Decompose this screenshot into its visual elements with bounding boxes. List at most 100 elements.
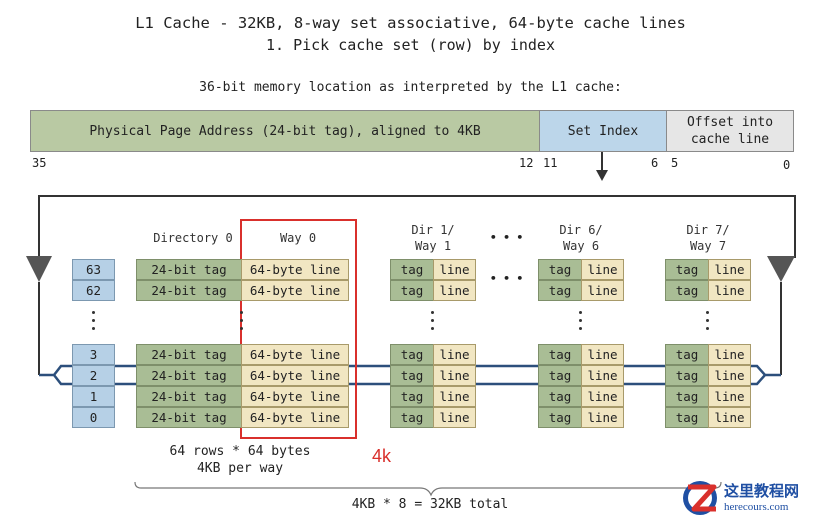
- way7-line-2: line: [708, 365, 751, 386]
- bit-label-0: 0: [783, 158, 791, 172]
- address-set-index-label: Set Index: [567, 123, 639, 139]
- watermark: 这里教程网 herecours.com: [678, 478, 821, 518]
- watermark-url: herecours.com: [724, 501, 789, 513]
- way0-line-62: 64-byte line: [241, 280, 349, 301]
- address-offset-field: Offset into cache line: [666, 110, 794, 152]
- way0-line-3: 64-byte line: [241, 344, 349, 365]
- way1-tag-2: tag: [390, 365, 434, 386]
- way1-line-63: line: [433, 259, 476, 280]
- bit-label-6: 6: [651, 156, 659, 170]
- way7-line-63: line: [708, 259, 751, 280]
- row-index-2: 2: [72, 365, 115, 386]
- total-brace: [134, 481, 722, 497]
- way6-line-3: line: [581, 344, 624, 365]
- dir0-tag-63: 24-bit tag: [136, 259, 242, 280]
- way0-line-2: 64-byte line: [241, 365, 349, 386]
- way1-tag-62: tag: [390, 280, 434, 301]
- way1-line-62: line: [433, 280, 476, 301]
- way7-tag-3: tag: [665, 344, 709, 365]
- total-size-label: 4KB * 8 = 32KB total: [351, 497, 509, 512]
- way7-line-1: line: [708, 386, 751, 407]
- header-ellipsis: • • •: [490, 231, 524, 244]
- way1-tag-63: tag: [390, 259, 434, 280]
- row-index-3: 3: [72, 344, 115, 365]
- way6-line-63: line: [581, 259, 624, 280]
- bit-label-11: 11: [543, 156, 558, 170]
- way6-tag-2: tag: [538, 365, 582, 386]
- way0-line-63: 64-byte line: [241, 259, 349, 280]
- way1-line-3: line: [433, 344, 476, 365]
- way1-line-2: line: [433, 365, 476, 386]
- way6-line-1: line: [581, 386, 624, 407]
- header-dir-1: Dir 1/ Way 1: [390, 222, 476, 254]
- way6-tag-63: tag: [538, 259, 582, 280]
- header-dir-6-b: Way 6: [562, 239, 600, 253]
- way6-tag-3: tag: [538, 344, 582, 365]
- way6-tag-62: tag: [538, 280, 582, 301]
- header-dir-1-a: Dir 1/: [411, 223, 455, 237]
- header-dir-6-a: Dir 6/: [559, 223, 603, 237]
- way7-tag-1: tag: [665, 386, 709, 407]
- bit-label-35: 35: [32, 156, 47, 170]
- header-directory-0: Directory 0: [153, 231, 233, 245]
- address-offset-label-1: Offset into: [686, 115, 774, 130]
- left-arrow: [26, 256, 52, 282]
- way7-tag-62: tag: [665, 280, 709, 301]
- vertical-ellipsis-way0: [240, 311, 244, 335]
- right-arrow: [767, 256, 795, 282]
- header-way-0: Way 0: [279, 231, 317, 245]
- way7-line-0: line: [708, 407, 751, 428]
- way1-tag-0: tag: [390, 407, 434, 428]
- diagram-subtitle: 1. Pick cache set (row) by index: [266, 36, 555, 54]
- rows-summary-line-1: 64 rows * 64 bytes: [169, 444, 311, 459]
- vertical-ellipsis-way6: [579, 311, 583, 335]
- watermark-logo-icon: [683, 481, 717, 515]
- row-ellipsis: • • •: [490, 272, 524, 285]
- header-dir-1-b: Way 1: [414, 239, 452, 253]
- way7-line-62: line: [708, 280, 751, 301]
- way7-line-3: line: [708, 344, 751, 365]
- row-index-63: 63: [72, 259, 115, 280]
- row-index-0: 0: [72, 407, 115, 428]
- way6-tag-1: tag: [538, 386, 582, 407]
- way6-line-0: line: [581, 407, 624, 428]
- vertical-ellipsis-way1: [431, 311, 435, 335]
- header-dir-6: Dir 6/ Way 6: [538, 222, 624, 254]
- way1-line-1: line: [433, 386, 476, 407]
- header-dir-7: Dir 7/ Way 7: [665, 222, 751, 254]
- way7-tag-2: tag: [665, 365, 709, 386]
- address-tag-field: Physical Page Address (24-bit tag), alig…: [30, 110, 540, 152]
- vertical-ellipsis-way7: [706, 311, 710, 335]
- way0-line-1: 64-byte line: [241, 386, 349, 407]
- rows-summary-line-2: 4KB per way: [196, 461, 284, 476]
- way6-line-2: line: [581, 365, 624, 386]
- row-index-1: 1: [72, 386, 115, 407]
- way6-tag-0: tag: [538, 407, 582, 428]
- dir0-tag-3: 24-bit tag: [136, 344, 242, 365]
- watermark-cn: 这里教程网: [724, 482, 800, 500]
- way1-tag-3: tag: [390, 344, 434, 365]
- bit-label-5: 5: [671, 156, 679, 170]
- vertical-ellipsis-index: [92, 311, 96, 335]
- way1-tag-1: tag: [390, 386, 434, 407]
- set-index-arrow: [596, 170, 608, 181]
- dir0-tag-62: 24-bit tag: [136, 280, 242, 301]
- address-offset-label-2: cache line: [690, 132, 770, 147]
- dir0-tag-0: 24-bit tag: [136, 407, 242, 428]
- annotation-4k: 4k: [372, 446, 392, 466]
- diagram-title: L1 Cache - 32KB, 8-way set associative, …: [135, 14, 686, 32]
- way6-line-62: line: [581, 280, 624, 301]
- way0-line-0: 64-byte line: [241, 407, 349, 428]
- way7-tag-63: tag: [665, 259, 709, 280]
- address-tag-label: Physical Page Address (24-bit tag), alig…: [89, 123, 481, 139]
- row-index-62: 62: [72, 280, 115, 301]
- bit-label-12: 12: [519, 156, 534, 170]
- address-set-index-field: Set Index: [539, 110, 667, 152]
- way7-tag-0: tag: [665, 407, 709, 428]
- dir0-tag-2: 24-bit tag: [136, 365, 242, 386]
- way1-line-0: line: [433, 407, 476, 428]
- header-dir-7-b: Way 7: [689, 239, 727, 253]
- header-dir-7-a: Dir 7/: [686, 223, 730, 237]
- address-caption: 36-bit memory location as interpreted by…: [199, 80, 622, 95]
- dir0-tag-1: 24-bit tag: [136, 386, 242, 407]
